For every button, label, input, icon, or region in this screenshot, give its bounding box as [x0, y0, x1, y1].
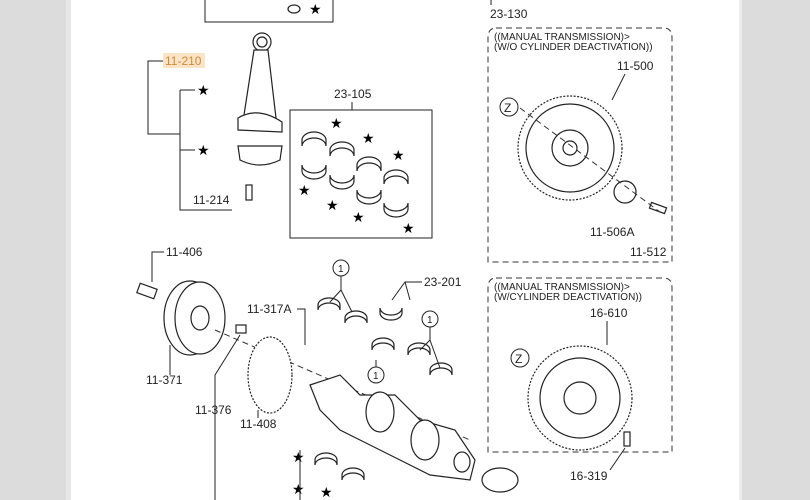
part-label-23-130[interactable]: 23-130 — [490, 7, 528, 21]
variant-note: ((MANUAL TRANSMISSION)> — [494, 282, 630, 293]
star-marker: ★ — [197, 142, 210, 158]
flywheel-part — [517, 95, 668, 215]
svg-text:1: 1 — [427, 315, 433, 326]
variant-note: (W/O CYLINDER DEACTIVATION)) — [494, 42, 653, 53]
bearing-box — [289, 109, 433, 239]
bolt-part — [235, 324, 247, 334]
star-marker: ★ — [326, 197, 339, 213]
z-marker — [510, 348, 530, 368]
part-label-11-214[interactable]: 11-214 — [193, 193, 230, 207]
part-label-23-105[interactable]: 23-105 — [334, 87, 372, 101]
part-label-11-317a[interactable]: 11-317A — [247, 302, 291, 316]
svg-text:1: 1 — [373, 371, 379, 382]
crank-pulley-part — [163, 280, 226, 356]
leader-line — [609, 447, 626, 471]
piston-box — [204, 0, 334, 23]
leader-line — [611, 73, 626, 101]
part-label-11-506a[interactable]: 11-506A — [590, 225, 634, 239]
timing-sprocket-part — [247, 336, 293, 414]
variant-note: (W/CYLINDER DEACTIVATION)) — [494, 292, 642, 303]
part-label-23-201[interactable]: 23-201 — [424, 275, 462, 289]
leader-line — [147, 60, 232, 211]
part-label-16-610[interactable]: 16-610 — [590, 306, 628, 320]
leader-line — [214, 334, 241, 500]
bolt-part — [136, 282, 158, 300]
z-marker-label: Z — [504, 101, 511, 115]
part-label-11-408[interactable]: 11-408 — [240, 417, 277, 431]
page-edge-left — [66, 0, 71, 500]
star-marker: ★ — [352, 209, 365, 225]
leader-line — [297, 308, 306, 345]
part-label-11-371[interactable]: 11-371 — [146, 373, 183, 387]
star-marker: ★ — [292, 449, 305, 465]
star-marker: ★ — [197, 82, 210, 98]
part-label-11-406[interactable]: 11-406 — [166, 245, 203, 259]
variant-box-wo-cylinder-deactivation — [487, 27, 673, 263]
dual-mass-flywheel-part — [527, 345, 633, 451]
leader-line — [151, 251, 164, 282]
star-marker: ★ — [330, 115, 343, 131]
part-label-16-319[interactable]: 16-319 — [570, 469, 608, 483]
bearing-shells-part — [301, 131, 409, 218]
number-1-markers: 1 1 1 — [332, 259, 439, 384]
star-marker: ★ — [362, 130, 375, 146]
part-label-11-210[interactable]: 11-210 — [165, 54, 202, 68]
variant-note: ((MANUAL TRANSMISSION)> — [494, 32, 630, 43]
crankshaft-part — [309, 374, 519, 493]
main-bearings-part — [314, 297, 453, 481]
piston-ring-part — [287, 4, 301, 14]
part-label-11-376[interactable]: 11-376 — [195, 403, 232, 417]
part-label-11-500[interactable]: 11-500 — [617, 59, 654, 73]
axis-line — [519, 107, 661, 213]
svg-text:1: 1 — [338, 264, 344, 275]
variant-box-w-cylinder-deactivation — [487, 277, 673, 453]
star-marker: ★ — [292, 481, 305, 497]
part-label-11-512[interactable]: 11-512 — [630, 245, 667, 259]
leader-line — [391, 281, 422, 301]
page-edge-right — [739, 0, 742, 500]
star-marker: ★ — [309, 1, 322, 17]
star-marker: ★ — [298, 182, 311, 198]
leader-line — [329, 276, 441, 369]
connecting-rod-part — [237, 32, 283, 201]
z-marker-label: Z — [515, 352, 522, 366]
z-marker — [499, 97, 519, 117]
star-marker: ★ — [402, 220, 415, 236]
label-highlight — [163, 53, 205, 68]
star-marker: ★ — [392, 147, 405, 163]
star-marker: ★ — [320, 484, 333, 500]
